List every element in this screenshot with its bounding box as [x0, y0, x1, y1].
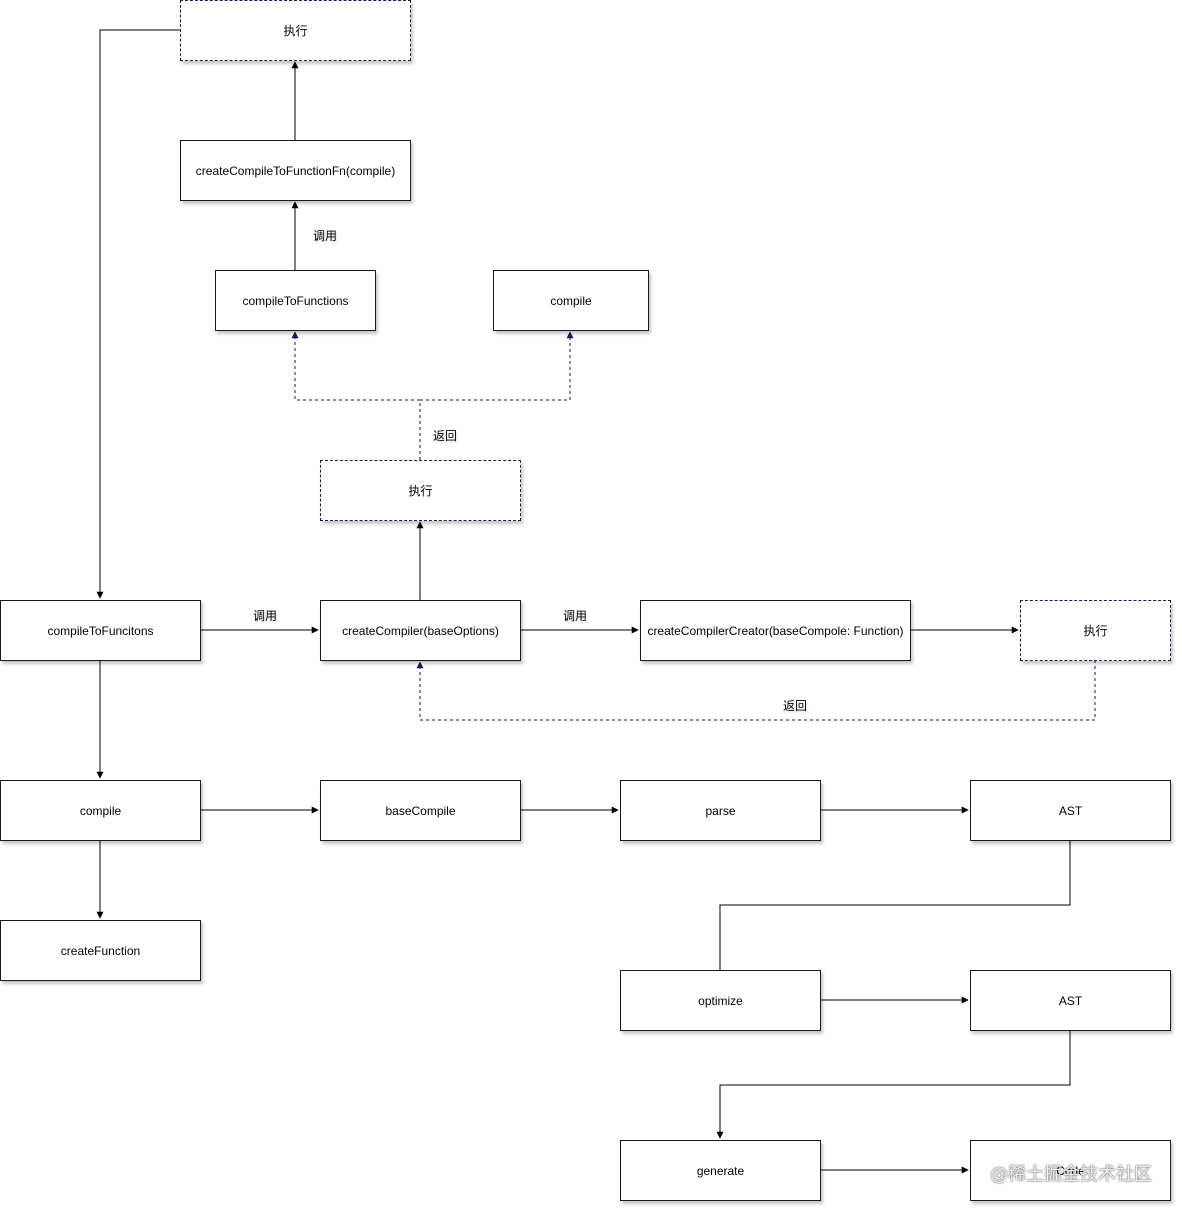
- node-code: Code: [970, 1140, 1171, 1201]
- node-compile-returned: compile: [493, 270, 649, 331]
- edge-label-call-3: 调用: [563, 609, 588, 623]
- node-ast-2: AST: [970, 970, 1171, 1031]
- edge-return-to-compile: [420, 331, 574, 401]
- node-compile-to-funcitons: compileToFuncitons: [0, 600, 201, 661]
- edge-exec-top-to-compile-to-funcitons: [96, 29, 180, 599]
- edge-ast-to-generate: [716, 1030, 1071, 1139]
- node-generate: generate: [620, 1140, 821, 1201]
- node-compile-to-functions: compileToFunctions: [215, 270, 376, 331]
- node-optimize: optimize: [620, 970, 821, 1031]
- edge-exec-right-return-to-create-compiler: [416, 660, 1096, 721]
- node-ast-1: AST: [970, 780, 1171, 841]
- node-exec-right: 执行: [1020, 600, 1171, 661]
- node-base-compile: baseCompile: [320, 780, 521, 841]
- edge-label-return-2: 返回: [783, 699, 808, 713]
- node-create-compiler-creator: createCompilerCreator(baseCompole: Funct…: [640, 600, 911, 661]
- edge-label-return-1: 返回: [433, 429, 458, 443]
- node-create-function: createFunction: [0, 920, 201, 981]
- node-exec-mid: 执行: [320, 460, 521, 521]
- edge-label-call-1: 调用: [313, 229, 338, 243]
- edge-label-call-2: 调用: [253, 609, 278, 623]
- node-exec-top: 执行: [180, 0, 411, 61]
- edge-ast-to-optimize: [719, 840, 1071, 970]
- node-create-compiler: createCompiler(baseOptions): [320, 600, 521, 661]
- watermark: @稀土掘金技术社区: [990, 1164, 1152, 1185]
- node-parse: parse: [620, 780, 821, 841]
- edge-return-to-compile-to-functions: [291, 331, 420, 401]
- node-create-compile-to-function-fn: createCompileToFunctionFn(compile): [180, 140, 411, 201]
- node-compile: compile: [0, 780, 201, 841]
